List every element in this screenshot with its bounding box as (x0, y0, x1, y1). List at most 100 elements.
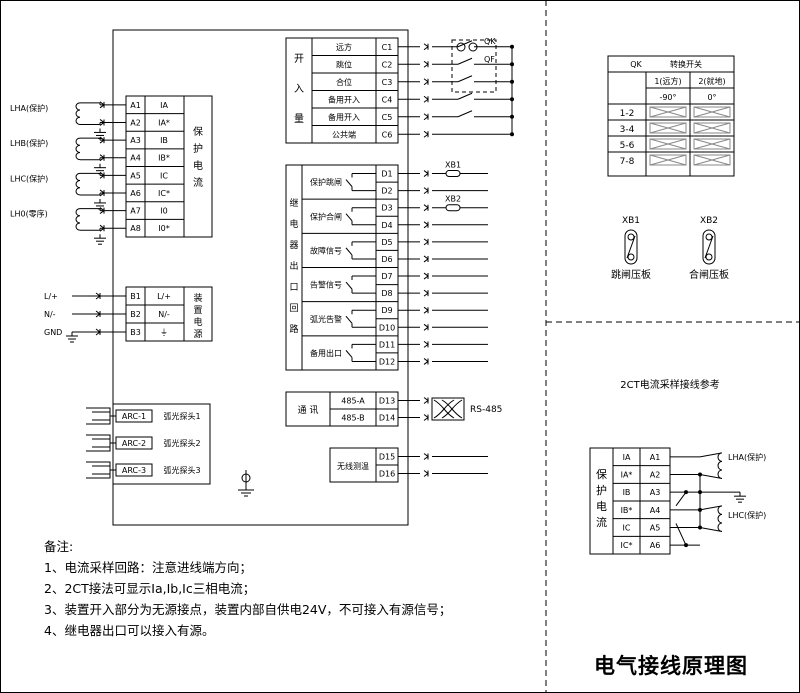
qk-label: QK (484, 37, 496, 46)
note-item-4: 4、继电器出口可以接入有源。 (44, 623, 215, 638)
twisted-pair-box (431, 397, 465, 421)
arc-tag: ARC-3 (122, 466, 146, 475)
pin-label: D6 (381, 255, 392, 264)
contact-blade (345, 213, 353, 222)
section-label-char: 源 (193, 329, 202, 340)
signal-label: IC (160, 171, 168, 180)
section-label-char: 护 (596, 483, 607, 497)
junction-dot (698, 472, 702, 477)
ct-label: LHA(保护) (728, 452, 766, 462)
arc-label: 弧光探头3 (163, 465, 200, 475)
terminal-symbol (423, 323, 429, 331)
pin-label: C2 (382, 60, 393, 69)
pin-label: A4 (650, 506, 661, 515)
pin-label: C6 (382, 130, 393, 139)
xb1-plate (445, 170, 461, 178)
pin-label: D15 (379, 453, 395, 462)
plate-body (624, 229, 638, 265)
junction-dot (510, 44, 514, 49)
ct-label: LH0(零序) (10, 209, 48, 219)
pin-label: A3 (130, 136, 141, 145)
terminal-symbol (423, 272, 429, 280)
signal-label: I0 (160, 207, 167, 216)
note-item-2: 2、2CT接法可显示Ia,Ib,Ic三相电流； (44, 581, 256, 596)
section-label-char: 器 (289, 240, 298, 251)
wire (699, 505, 723, 511)
pin-label: D2 (381, 187, 392, 196)
terminal-symbol (99, 119, 105, 126)
input-name: 备用开入 (328, 94, 360, 104)
switch-row-label: 7-8 (620, 157, 635, 167)
switch-row-label: 5-6 (620, 141, 635, 151)
pin-label: A4 (130, 154, 141, 163)
ct-coil (717, 505, 723, 532)
terminal-symbol (99, 189, 105, 197)
terminal-symbol (423, 187, 429, 195)
pin-label: B3 (130, 328, 141, 337)
pin-label: D10 (379, 323, 395, 332)
pin-label: D16 (379, 470, 395, 479)
junction-dot (698, 490, 702, 495)
plate-body (702, 229, 716, 265)
section-label-char: 路 (289, 323, 298, 335)
terminal-symbol (95, 328, 101, 336)
plate-pin (705, 233, 713, 241)
signal-label: IB (160, 136, 168, 145)
switch-angle2: 0° (707, 93, 716, 102)
section-label-char: 装 (193, 292, 202, 304)
terminal-symbol (423, 130, 429, 138)
signal-label: IA (623, 453, 631, 462)
relay-group-name: 备用出口 (310, 348, 342, 358)
terminal-symbol (423, 306, 429, 314)
pin-label: A6 (650, 541, 661, 550)
arc-tag: ARC-2 (122, 439, 146, 448)
relay-group-name: 告警信号 (310, 280, 342, 290)
ct-coil (75, 172, 81, 196)
section-label-char: 电 (289, 218, 298, 230)
signal-label: IB (623, 488, 631, 497)
terminal-symbol (423, 289, 429, 297)
signal-label: IB* (158, 154, 170, 163)
terminal-symbol (99, 207, 105, 214)
junction-dot (684, 543, 688, 548)
switch-name: 转换开关 (670, 59, 702, 69)
fiber-connector (86, 461, 111, 479)
relay-group-name: 弧光告警 (310, 314, 342, 324)
device-box (112, 29, 409, 526)
switch-cell-box (649, 154, 687, 166)
signal-label: N/- (158, 310, 170, 319)
contact-blade (345, 179, 353, 187)
signal-label: I0* (158, 224, 169, 233)
terminal-symbol (423, 358, 429, 365)
switch-cell-box (693, 122, 731, 134)
temp-label: 无线测温 (337, 461, 369, 471)
ct-coil (75, 102, 81, 125)
plate-bar (626, 235, 636, 259)
terminal-symbol (95, 310, 101, 318)
terminal-symbol (423, 414, 429, 421)
jumper (675, 491, 687, 507)
xb2-plate (445, 204, 461, 212)
junction-dot (510, 79, 514, 84)
twisted-pair (433, 399, 463, 419)
switch-cell-x (649, 122, 687, 134)
signal-label: IA* (621, 471, 633, 480)
plate-label: XB2 (700, 216, 718, 226)
pin-label: D1 (381, 170, 392, 179)
section-label-char: 电 (193, 159, 203, 172)
terminal-symbol (423, 43, 429, 51)
junction-dot (698, 525, 702, 530)
contact-blade (457, 40, 473, 48)
jumper (675, 523, 687, 546)
terminal-symbol (423, 95, 429, 103)
ct2-title: 2CT电流采样接线参考 (620, 378, 719, 391)
arc-tag: ARC-1 (122, 412, 146, 421)
